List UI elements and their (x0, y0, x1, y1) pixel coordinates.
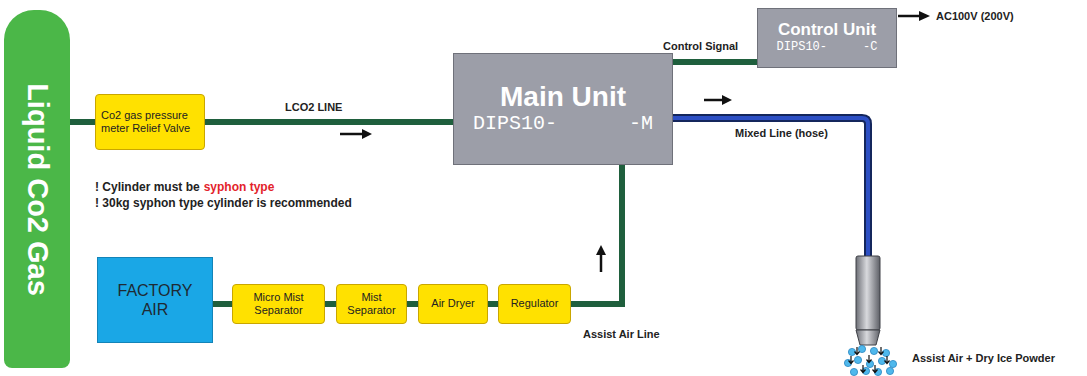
air-arrow (855, 347, 860, 355)
power-label: AC100V (200V) (936, 10, 1014, 22)
pipe-connector (407, 301, 418, 307)
regulator-box: Regulator (498, 284, 571, 324)
pipe-connector (213, 301, 232, 307)
line-label: Assist Air Line (581, 328, 662, 341)
ice-particle (870, 347, 877, 354)
nozzle-tip (856, 330, 880, 345)
output-label: Assist Air + Dry Ice Powder (912, 352, 1055, 364)
air-arrow (873, 365, 878, 373)
mixed-hose (673, 118, 868, 258)
node-text: Micro Mist Separator (237, 291, 320, 317)
main-unit-box: Main UnitDIPS10- -M (453, 53, 673, 165)
air-arrow (885, 356, 890, 364)
flow-arrow-head (362, 129, 372, 139)
pipe-connector (325, 301, 336, 307)
note: ! Cylinder must be (95, 181, 200, 194)
air-arrow (879, 347, 884, 355)
power-arrow (898, 15, 922, 18)
control-unit-box: Control UnitDIPS10- -C (757, 8, 897, 68)
pipe-connector (673, 59, 757, 65)
line-label: LCO2 LINE (283, 101, 344, 114)
pipe-connector (70, 119, 95, 125)
filter-box: Micro Mist Separator (232, 284, 325, 324)
air-arrow (867, 355, 872, 363)
ice-particle (850, 368, 857, 375)
ice-particle (854, 356, 861, 363)
ice-particle (889, 360, 896, 367)
flow-arrow-head (596, 245, 606, 255)
factory-air-box: FACTORY AIR (97, 257, 213, 343)
gas-cylinder: Liquid Co2 Gas (4, 10, 70, 368)
node-text: Mist Separator (341, 291, 402, 317)
pipe-connector (205, 119, 453, 125)
mixed-hose-core (673, 118, 868, 258)
pipe-connector (488, 301, 498, 307)
node-text: Main Unit (500, 82, 626, 113)
node-text: DIPS10- -M (473, 112, 653, 136)
node-text: Co2 gas pressure meter Relief Valve (101, 109, 200, 135)
nozzle (856, 256, 880, 330)
dry-ice-spray (844, 345, 896, 375)
node-text: Air Dryer (431, 297, 474, 310)
node-text: Liquid Co2 Gas (21, 83, 54, 296)
hose-label: Mixed Line (hose) (735, 127, 828, 139)
ice-particle (882, 349, 889, 356)
power-arrow-head (919, 11, 930, 21)
filter-box: Mist Separator (336, 284, 407, 324)
ice-particle (886, 367, 893, 374)
pressure-meter-box: Co2 gas pressure meter Relief Valve (95, 94, 205, 150)
note-emphasis: syphon type (204, 181, 275, 194)
node-text: Regulator (511, 297, 559, 310)
node-text: FACTORY AIR (113, 281, 197, 319)
flow-arrow-head (722, 95, 732, 105)
dryer-box: Air Dryer (418, 284, 488, 324)
node-text: Control Unit (778, 21, 876, 40)
line-label: Control Signal (661, 40, 740, 53)
pipe-connector (571, 165, 622, 304)
note: ! 30kg syphon type cylinder is recommend… (95, 197, 352, 210)
air-arrow (861, 365, 866, 373)
air-arrow (849, 356, 854, 364)
node-text: DIPS10- -C (777, 40, 878, 54)
